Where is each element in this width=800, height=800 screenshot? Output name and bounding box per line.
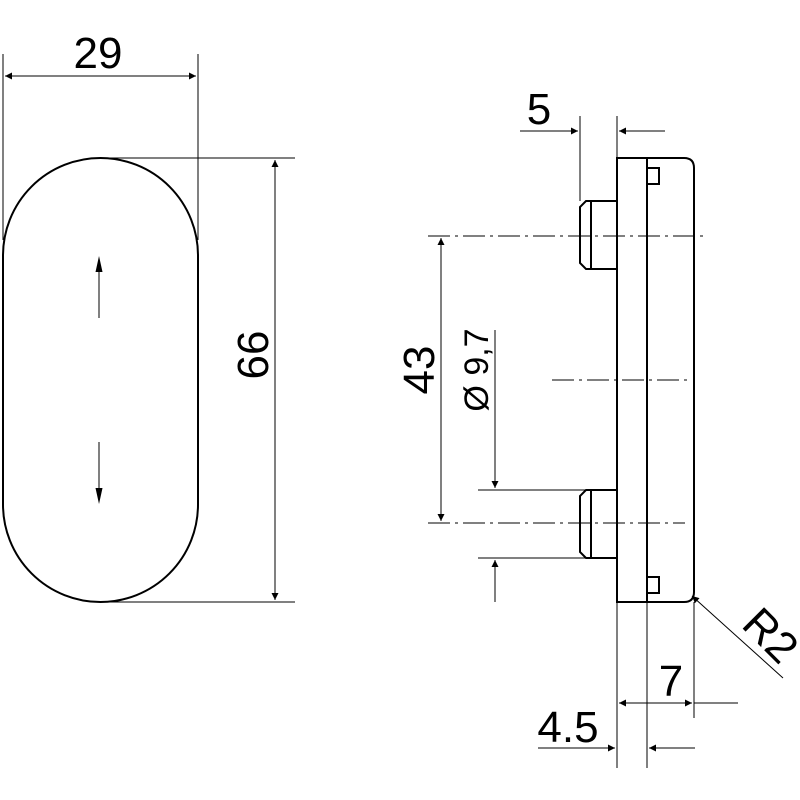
plate-thickness-label: 7 [659, 657, 683, 706]
cover-plate [647, 157, 695, 603]
upper-pin [579, 200, 617, 270]
lower-pin [579, 489, 617, 559]
plate-thickness-dimension: 7 [619, 657, 738, 707]
width-label: 29 [74, 29, 123, 78]
corner-radius-label: R2 [733, 599, 800, 673]
top-clip [646, 167, 660, 185]
side-view: 5 43 Ø 9,7 7 4.5 [395, 85, 800, 768]
bottom-clip [646, 576, 660, 594]
base-thickness-dimension: 4.5 [537, 703, 695, 752]
pin-diameter-dimension: Ø 9,7 [458, 328, 617, 602]
down-arrow-icon [95, 442, 103, 504]
pin-spacing-dimension: 43 [395, 238, 445, 521]
height-dimension: 66 [100, 157, 295, 603]
front-view: 29 66 [2, 29, 295, 603]
pin-diameter-label: Ø 9,7 [458, 328, 496, 411]
rosette-outline [2, 157, 199, 603]
base-thickness-label: 4.5 [537, 703, 598, 752]
pin-offset-label: 5 [527, 85, 551, 134]
up-arrow-icon [95, 256, 103, 318]
corner-radius-dimension: R2 [691, 595, 800, 679]
width-dimension: 29 [2, 29, 199, 240]
pin-spacing-label: 43 [395, 346, 444, 395]
height-label: 66 [229, 331, 278, 380]
pin-offset-dimension: 5 [520, 85, 665, 201]
